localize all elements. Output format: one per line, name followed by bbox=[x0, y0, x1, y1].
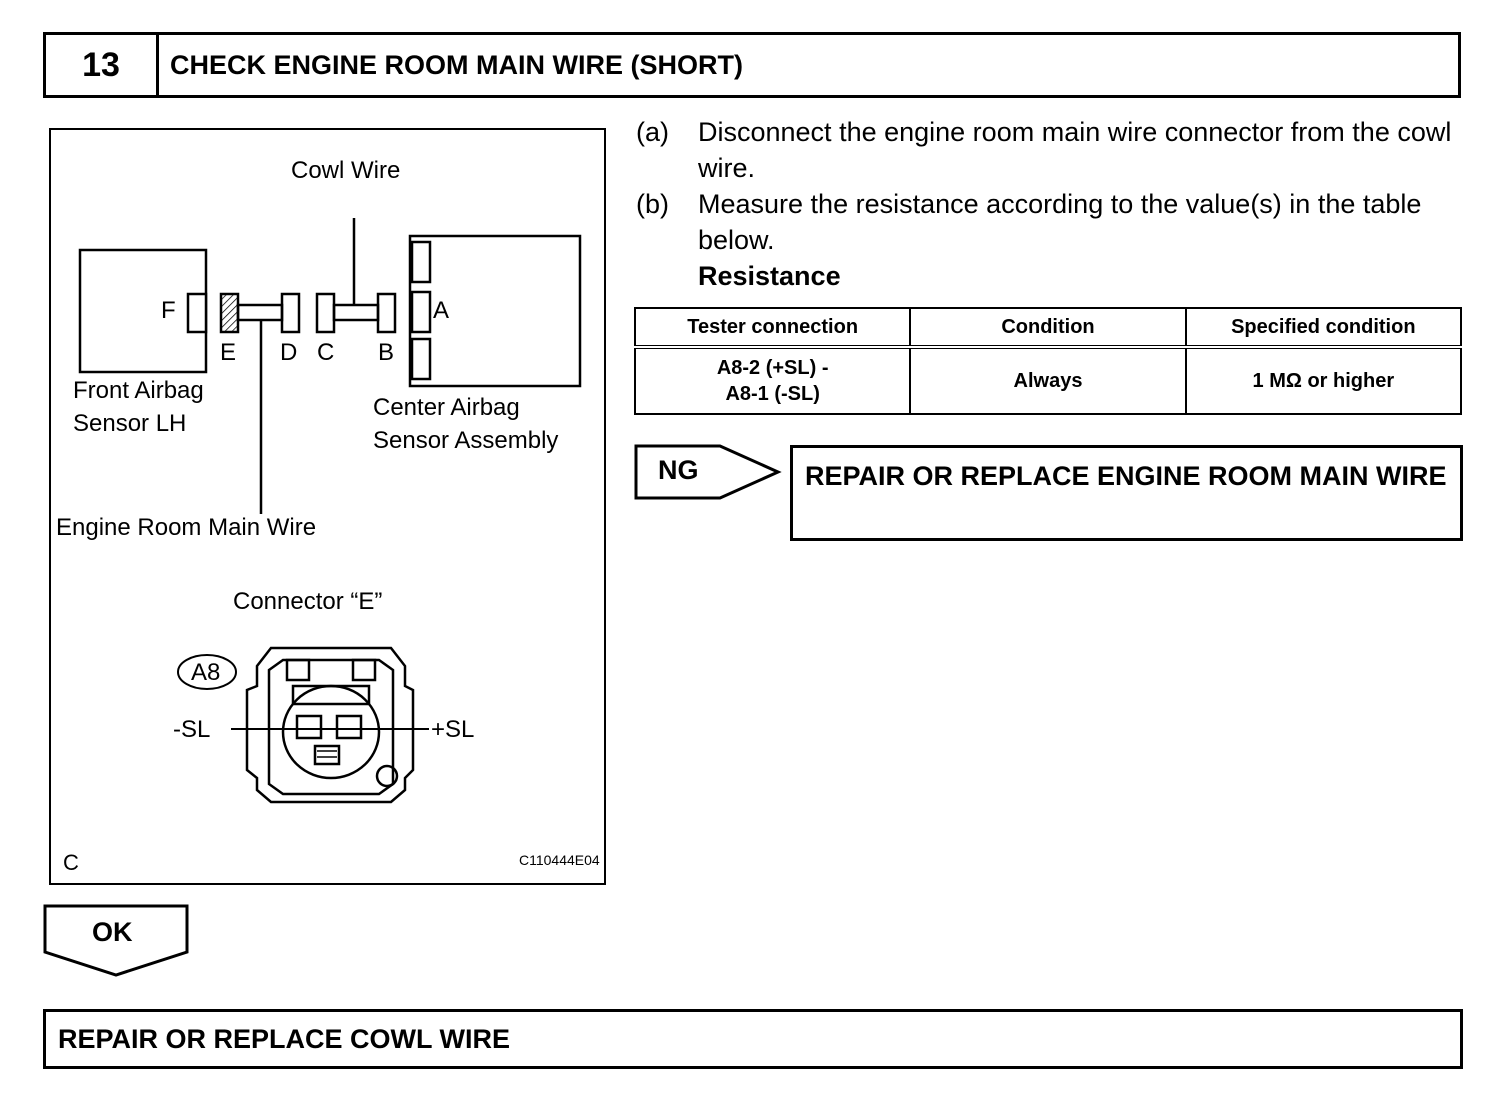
engine-room-wire-label: Engine Room Main Wire bbox=[56, 514, 317, 541]
resistance-heading: Resistance bbox=[698, 261, 841, 291]
front-sensor-label-line1: Front Airbag bbox=[73, 377, 204, 404]
tester-line-1: A8-2 (+SL) - bbox=[716, 357, 829, 379]
connector-id-a8: A8 bbox=[191, 659, 221, 686]
ng-arrow-icon bbox=[634, 444, 782, 500]
front-sensor-label-line2: Sensor LH bbox=[73, 410, 187, 437]
resistance-spec-table: Tester connection Condition Specified co… bbox=[633, 307, 1463, 415]
connector-b-label: B bbox=[378, 339, 395, 366]
connector-e bbox=[219, 292, 240, 334]
ok-arrow-icon bbox=[43, 904, 189, 977]
corner-code: C bbox=[63, 850, 79, 875]
terminal-plus-sl-label: +SL bbox=[431, 716, 475, 743]
step-title: CHECK ENGINE ROOM MAIN WIRE (SHORT) bbox=[170, 49, 743, 80]
cell-specified-condition: 1 MΩ or higher bbox=[1184, 346, 1463, 415]
cell-condition: Always bbox=[909, 346, 1187, 415]
connector-b bbox=[376, 292, 397, 334]
ok-label: OK bbox=[92, 917, 133, 947]
connector-c bbox=[315, 292, 336, 334]
header-condition: Condition bbox=[909, 307, 1187, 349]
tester-line-2: A8-1 (-SL) bbox=[725, 383, 820, 405]
instruction-b-label: (b) bbox=[636, 189, 669, 219]
step-header: 13 CHECK ENGINE ROOM MAIN WIRE (SHORT) bbox=[43, 32, 1461, 98]
table-header-row: Tester connection Condition Specified co… bbox=[633, 307, 1463, 349]
header-tester-connection: Tester connection bbox=[633, 307, 912, 349]
wire-c-b bbox=[332, 303, 380, 322]
table-row: A8-2 (+SL) - A8-1 (-SL) Always 1 MΩ or h… bbox=[633, 346, 1463, 415]
connector-f bbox=[186, 292, 208, 334]
wiring-illustration: Cowl Wire F E D C B A Front Airbag Senso… bbox=[49, 128, 606, 885]
center-sensor-box bbox=[408, 234, 582, 388]
connector-d bbox=[280, 292, 301, 334]
ng-action-box: REPAIR OR REPLACE ENGINE ROOM MAIN WIRE bbox=[790, 445, 1463, 541]
instruction-b-text: Measure the resistance according to the … bbox=[698, 189, 1422, 255]
connector-a-label: A bbox=[433, 297, 450, 324]
connector-e-label: E bbox=[220, 339, 237, 366]
center-sensor-label-line2: Sensor Assembly bbox=[373, 427, 559, 454]
center-sensor-label-line1: Center Airbag bbox=[373, 394, 520, 421]
connector-c-label: C bbox=[317, 339, 335, 366]
wiring-diagram-graphic bbox=[78, 218, 582, 804]
final-action-box: REPAIR OR REPLACE COWL WIRE bbox=[43, 1009, 1463, 1069]
terminal-minus-sl-label: -SL bbox=[173, 716, 211, 743]
wire-e-d bbox=[236, 303, 284, 322]
instruction-a-label: (a) bbox=[636, 117, 669, 147]
step-number: 13 bbox=[46, 35, 159, 95]
ng-label: NG bbox=[658, 455, 699, 485]
figure-id: C110444E04 bbox=[519, 852, 600, 868]
instruction-a-text: Disconnect the engine room main wire con… bbox=[698, 117, 1452, 183]
connector-e-title: Connector “E” bbox=[233, 588, 383, 615]
connector-a bbox=[410, 290, 432, 334]
cowl-wire-label: Cowl Wire bbox=[291, 157, 401, 184]
connector-f-label: F bbox=[161, 297, 176, 324]
cell-tester-connection: A8-2 (+SL) - A8-1 (-SL) bbox=[633, 346, 912, 415]
connector-a8-face bbox=[177, 646, 429, 804]
header-specified-condition: Specified condition bbox=[1184, 307, 1463, 349]
connector-d-label: D bbox=[280, 339, 298, 366]
